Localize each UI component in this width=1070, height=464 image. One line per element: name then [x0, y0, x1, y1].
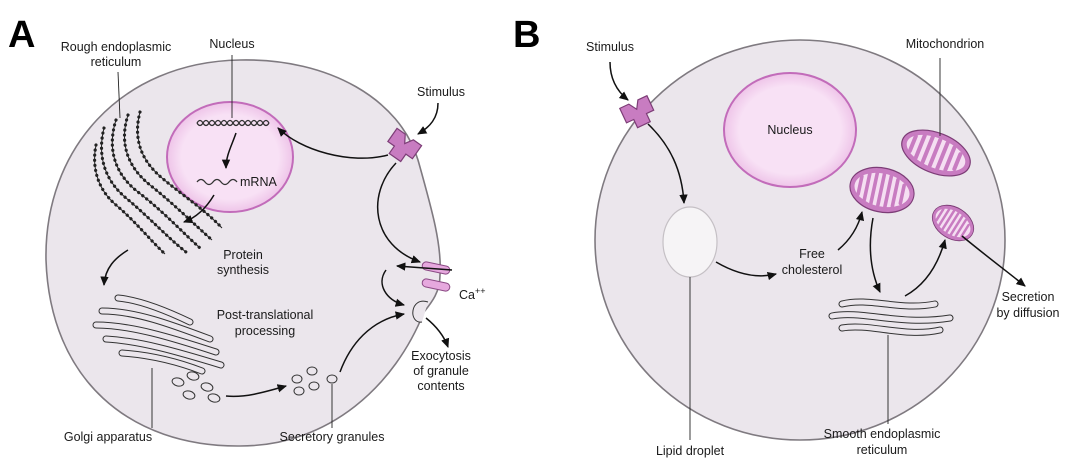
nucleus-label-a: Nucleus [209, 37, 254, 51]
panel-a: A mRNA [8, 14, 486, 446]
panel-a-letter: A [8, 14, 35, 56]
nucleus-label-b: Nucleus [767, 123, 812, 137]
mitochondrion-label: Mitochondrion [906, 37, 985, 51]
free-cholesterol-line1: Free [799, 247, 825, 261]
lipid-droplet [663, 207, 717, 277]
secretory-granules-label: Secretory granules [280, 430, 385, 444]
secretion-line2: by diffusion [996, 306, 1059, 320]
mrna-label: mRNA [240, 175, 277, 189]
exocytosis-line2: of granule [413, 364, 469, 378]
stimulus-arrow-a [418, 103, 438, 134]
exocytosis-arrow [426, 318, 448, 347]
stimulus-label-b: Stimulus [586, 40, 634, 54]
exocytosis-line3: contents [417, 379, 464, 393]
free-cholesterol-line2: cholesterol [782, 263, 842, 277]
stimulus-label-a: Stimulus [417, 85, 465, 99]
post-translational-line1: Post-translational [217, 308, 314, 322]
calcium-symbol: Ca [459, 288, 475, 302]
calcium-charge: ++ [475, 286, 486, 296]
stimulus-arrow-b [610, 62, 628, 100]
panel-b: B Nucleus Stimulus Mitochon [513, 14, 1060, 458]
rer-label-line1: Rough endoplasmic [61, 40, 172, 54]
nucleus-a [167, 102, 293, 212]
panel-b-letter: B [513, 14, 540, 56]
protein-synthesis-line1: Protein [223, 248, 263, 262]
exocytosis-line1: Exocytosis [411, 349, 471, 363]
rer-label-line2: reticulum [91, 55, 142, 69]
calcium-label: Ca++ [459, 286, 486, 302]
ser-label-line1: Smooth endoplasmic [824, 427, 941, 441]
golgi-label: Golgi apparatus [64, 430, 152, 444]
secretion-line1: Secretion [1002, 290, 1055, 304]
lipid-droplet-label: Lipid droplet [656, 444, 725, 458]
protein-synthesis-line2: synthesis [217, 263, 269, 277]
ser-label-line2: reticulum [857, 443, 908, 457]
post-translational-line2: processing [235, 324, 295, 338]
